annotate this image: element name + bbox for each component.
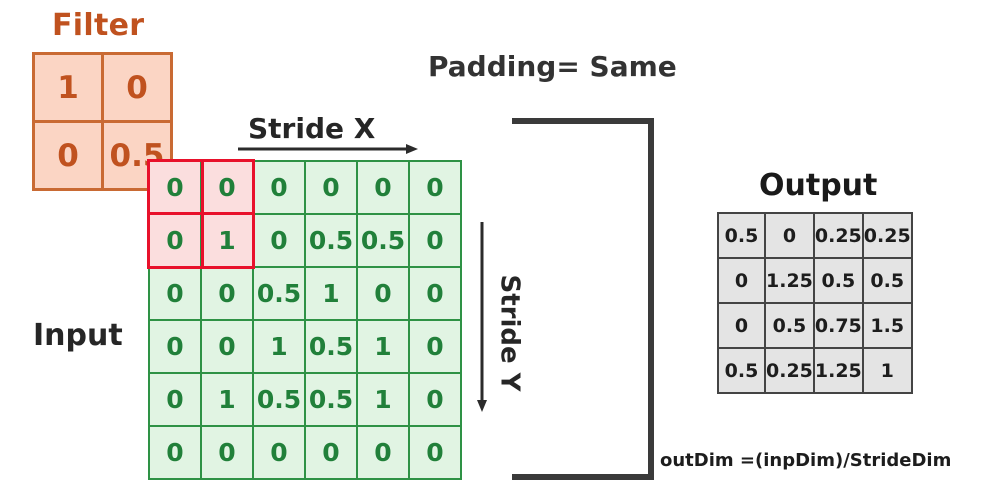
output-cell: 0.5 (717, 347, 766, 394)
output-cell: 1.25 (812, 347, 864, 394)
input-cell: 0.5 (356, 213, 410, 268)
filter-cell: 0 (101, 52, 173, 123)
filter-cell: 0 (32, 120, 104, 191)
bracket-right-segment (648, 118, 654, 480)
input-cell: 1 (356, 372, 410, 427)
input-cell: 0 (148, 319, 202, 374)
input-cell: 0 (408, 372, 462, 427)
output-cell: 0 (717, 257, 766, 304)
input-cell: 0 (408, 425, 462, 480)
filter-cell: 0.5 (101, 120, 173, 191)
table-row: 0 0 0 0 0 0 (148, 425, 462, 480)
input-cell: 0 (200, 266, 254, 321)
table-row: 0 0 0.5 1 0 0 (148, 266, 462, 321)
table-row: 0.5 0 0.25 0.25 (717, 212, 913, 259)
input-cell: 0 (200, 160, 254, 215)
input-cell: 0 (252, 213, 306, 268)
input-cell: 0 (148, 425, 202, 480)
input-cell: 0.5 (304, 213, 358, 268)
bracket-top-segment (512, 118, 654, 124)
input-cell: 0.5 (304, 372, 358, 427)
output-cell: 0 (764, 212, 815, 259)
filter-cell: 1 (32, 52, 104, 123)
table-row: 0 1.25 0.5 0.5 (717, 257, 913, 304)
input-cell: 0 (148, 266, 202, 321)
input-cell: 0 (200, 425, 254, 480)
input-cell: 0 (252, 160, 306, 215)
output-matrix: 0.5 0 0.25 0.25 0 1.25 0.5 0.5 0 0.5 0.7… (717, 212, 913, 394)
table-row: 0 1 0.5 0.5 1 0 (148, 372, 462, 427)
input-cell: 0 (148, 372, 202, 427)
filter-row: 0 0.5 (32, 120, 173, 191)
input-cell: 0 (408, 160, 462, 215)
kernel-selection-divider-horizontal (147, 212, 255, 215)
input-cell: 0 (148, 213, 202, 268)
input-cell: 1 (304, 266, 358, 321)
filter-title: Filter (52, 8, 145, 43)
input-cell: 1 (252, 319, 306, 374)
input-cell: 0 (304, 425, 358, 480)
table-row: 0 0 0 0 0 0 (148, 160, 462, 215)
input-cell: 0 (304, 160, 358, 215)
table-row: 0 0.5 0.75 1.5 (717, 302, 913, 349)
stride-x-label: Stride X (248, 112, 376, 145)
input-cell: 0.5 (252, 372, 306, 427)
input-cell: 0 (356, 266, 410, 321)
grouping-bracket (512, 118, 654, 480)
input-cell: 0 (200, 319, 254, 374)
input-cell: 0 (408, 319, 462, 374)
output-dimension-formula: outDim =(inpDim)/StrideDim (660, 450, 952, 471)
input-cell: 0.5 (252, 266, 306, 321)
input-cell: 1 (200, 213, 254, 268)
table-row: 0 0 1 0.5 1 0 (148, 319, 462, 374)
input-cell: 0 (356, 160, 410, 215)
bracket-bottom-segment (512, 474, 654, 480)
stride-y-arrow-icon (477, 222, 487, 412)
table-row: 0.5 0.25 1.25 1 (717, 347, 913, 394)
input-cell: 0 (148, 160, 202, 215)
stride-x-arrow-icon (238, 144, 418, 154)
output-cell: 0.5 (812, 257, 864, 304)
padding-label: Padding= Same (428, 50, 677, 83)
input-cell: 0 (408, 213, 462, 268)
output-cell: 0.25 (861, 212, 913, 259)
output-cell: 1.25 (764, 257, 815, 304)
output-cell: 1 (861, 347, 913, 394)
input-cell: 1 (356, 319, 410, 374)
input-cell: 0.5 (304, 319, 358, 374)
output-cell: 1.5 (861, 302, 913, 349)
input-matrix: 0 0 0 0 0 0 0 1 0 0.5 0.5 0 0 0 0.5 1 0 … (148, 160, 462, 480)
output-cell: 0.25 (764, 347, 815, 394)
table-row: 0 1 0 0.5 0.5 0 (148, 213, 462, 268)
filter-row: 1 0 (32, 52, 173, 123)
output-cell: 0.75 (812, 302, 864, 349)
input-cell: 0 (252, 425, 306, 480)
input-cell: 0 (408, 266, 462, 321)
input-cell: 0 (356, 425, 410, 480)
input-cell: 1 (200, 372, 254, 427)
output-cell: 0 (717, 302, 766, 349)
input-label: Input (33, 318, 123, 353)
output-cell: 0.5 (717, 212, 766, 259)
output-title: Output (759, 168, 878, 203)
output-cell: 0.25 (812, 212, 864, 259)
output-cell: 0.5 (764, 302, 815, 349)
filter-matrix: 1 0 0 0.5 (32, 52, 173, 191)
output-cell: 0.5 (861, 257, 913, 304)
